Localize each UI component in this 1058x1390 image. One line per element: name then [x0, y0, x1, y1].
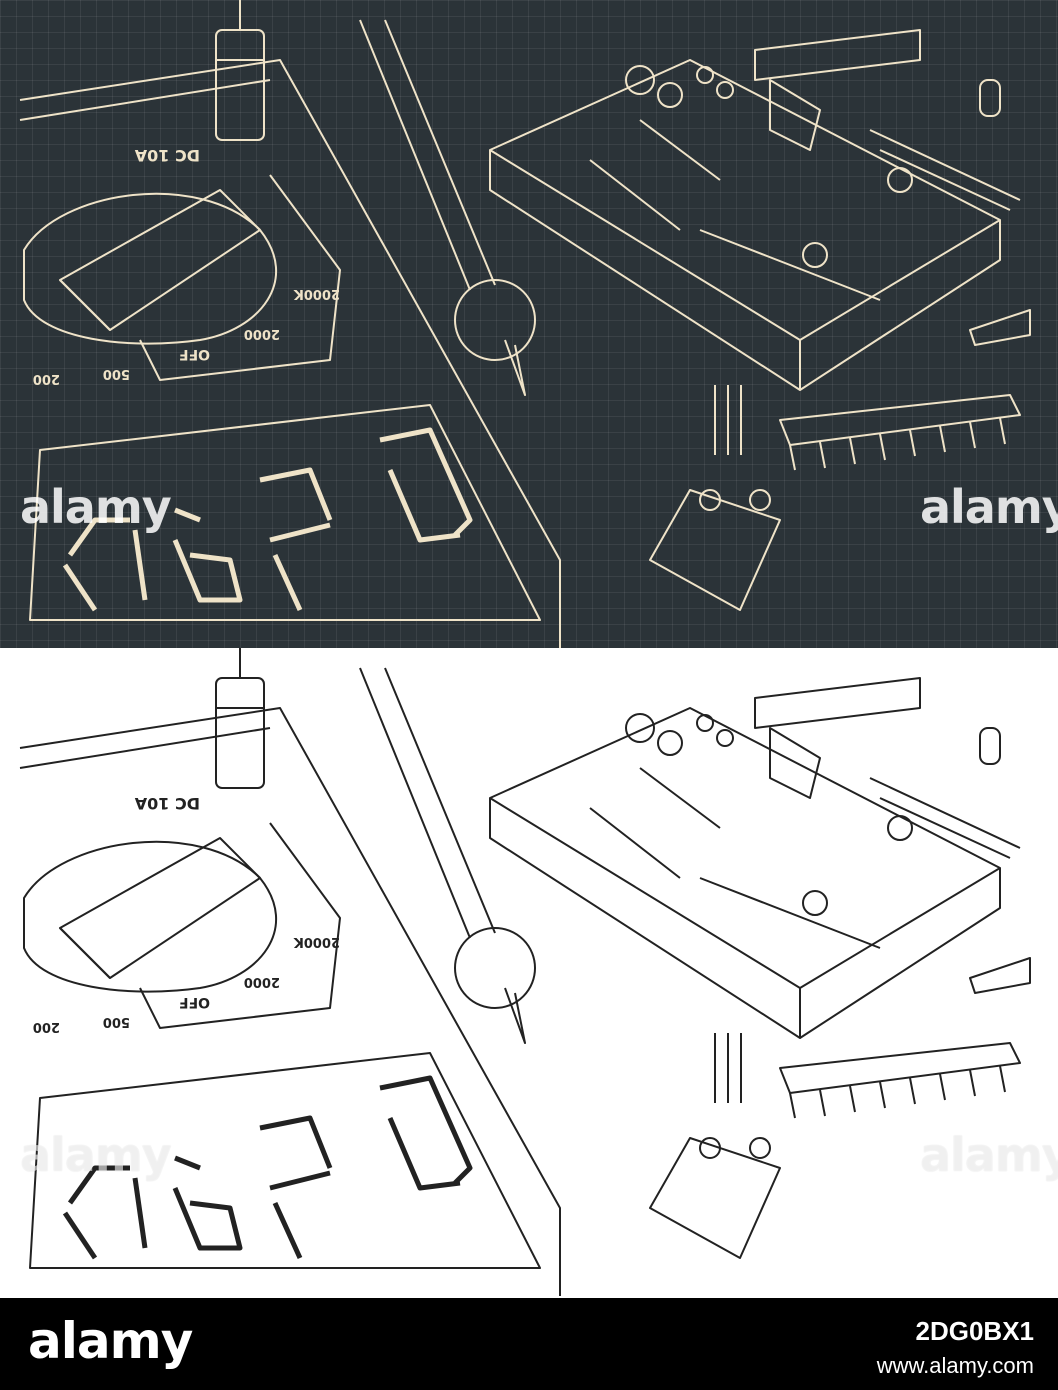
stock-footer: alamy 2DG0BX1 www.alamy.com: [0, 1298, 1058, 1390]
alamy-logo: alamy: [28, 1312, 193, 1370]
breadboard: [489, 707, 1001, 1039]
test-probe: [359, 19, 536, 396]
dip-chip: [779, 1042, 1021, 1119]
site-url: www.alamy.com: [876, 1353, 1034, 1378]
test-probe: [359, 667, 536, 1044]
range-2000k-label: 2000K: [293, 934, 340, 949]
range-2000-label: 2000: [244, 974, 280, 989]
dip-chip: [779, 394, 1021, 471]
range-2000k-label: 2000K: [293, 286, 340, 301]
off-label: OFF: [179, 994, 210, 1010]
range-200-label: 200: [33, 1019, 60, 1034]
blueprint-dark-panel: DC 10A OFF 2000K 2000 500 200 alamy alam…: [0, 0, 1058, 648]
pin-header: [754, 29, 921, 81]
multimeter-body: [19, 648, 561, 1296]
watermark: alamy: [20, 480, 172, 534]
seven-segment-display: [62, 427, 473, 612]
pin-header: [754, 677, 921, 729]
range-500-label: 500: [103, 366, 130, 381]
multimeter-body: [19, 0, 561, 648]
dark-illustration: DC 10A OFF 2000K 2000 500 200: [19, 0, 1031, 648]
lineart-light-panel: DC 10A OFF 2000K 2000 500 200 alamy alam…: [0, 648, 1058, 1296]
dc-label: DC 10A: [134, 146, 200, 165]
seven-segment-display: [62, 1075, 473, 1260]
watermark: alamy: [20, 1128, 172, 1182]
dc-label: DC 10A: [134, 794, 200, 813]
image-id: 2DG0BX1: [915, 1316, 1035, 1346]
watermark: alamy: [920, 480, 1058, 534]
footer-meta: 2DG0BX1 www.alamy.com: [877, 1316, 1034, 1379]
sensor-module: [649, 489, 781, 611]
range-2000-label: 2000: [244, 326, 280, 341]
loose-components: [714, 727, 1031, 1103]
light-illustration: DC 10A OFF 2000K 2000 500 200: [19, 648, 1031, 1296]
range-500-label: 500: [103, 1014, 130, 1029]
loose-components: [714, 79, 1031, 455]
off-label: OFF: [179, 346, 210, 362]
range-200-label: 200: [33, 371, 60, 386]
sensor-module: [649, 1137, 781, 1259]
watermark: alamy: [920, 1128, 1058, 1182]
breadboard: [489, 59, 1001, 391]
